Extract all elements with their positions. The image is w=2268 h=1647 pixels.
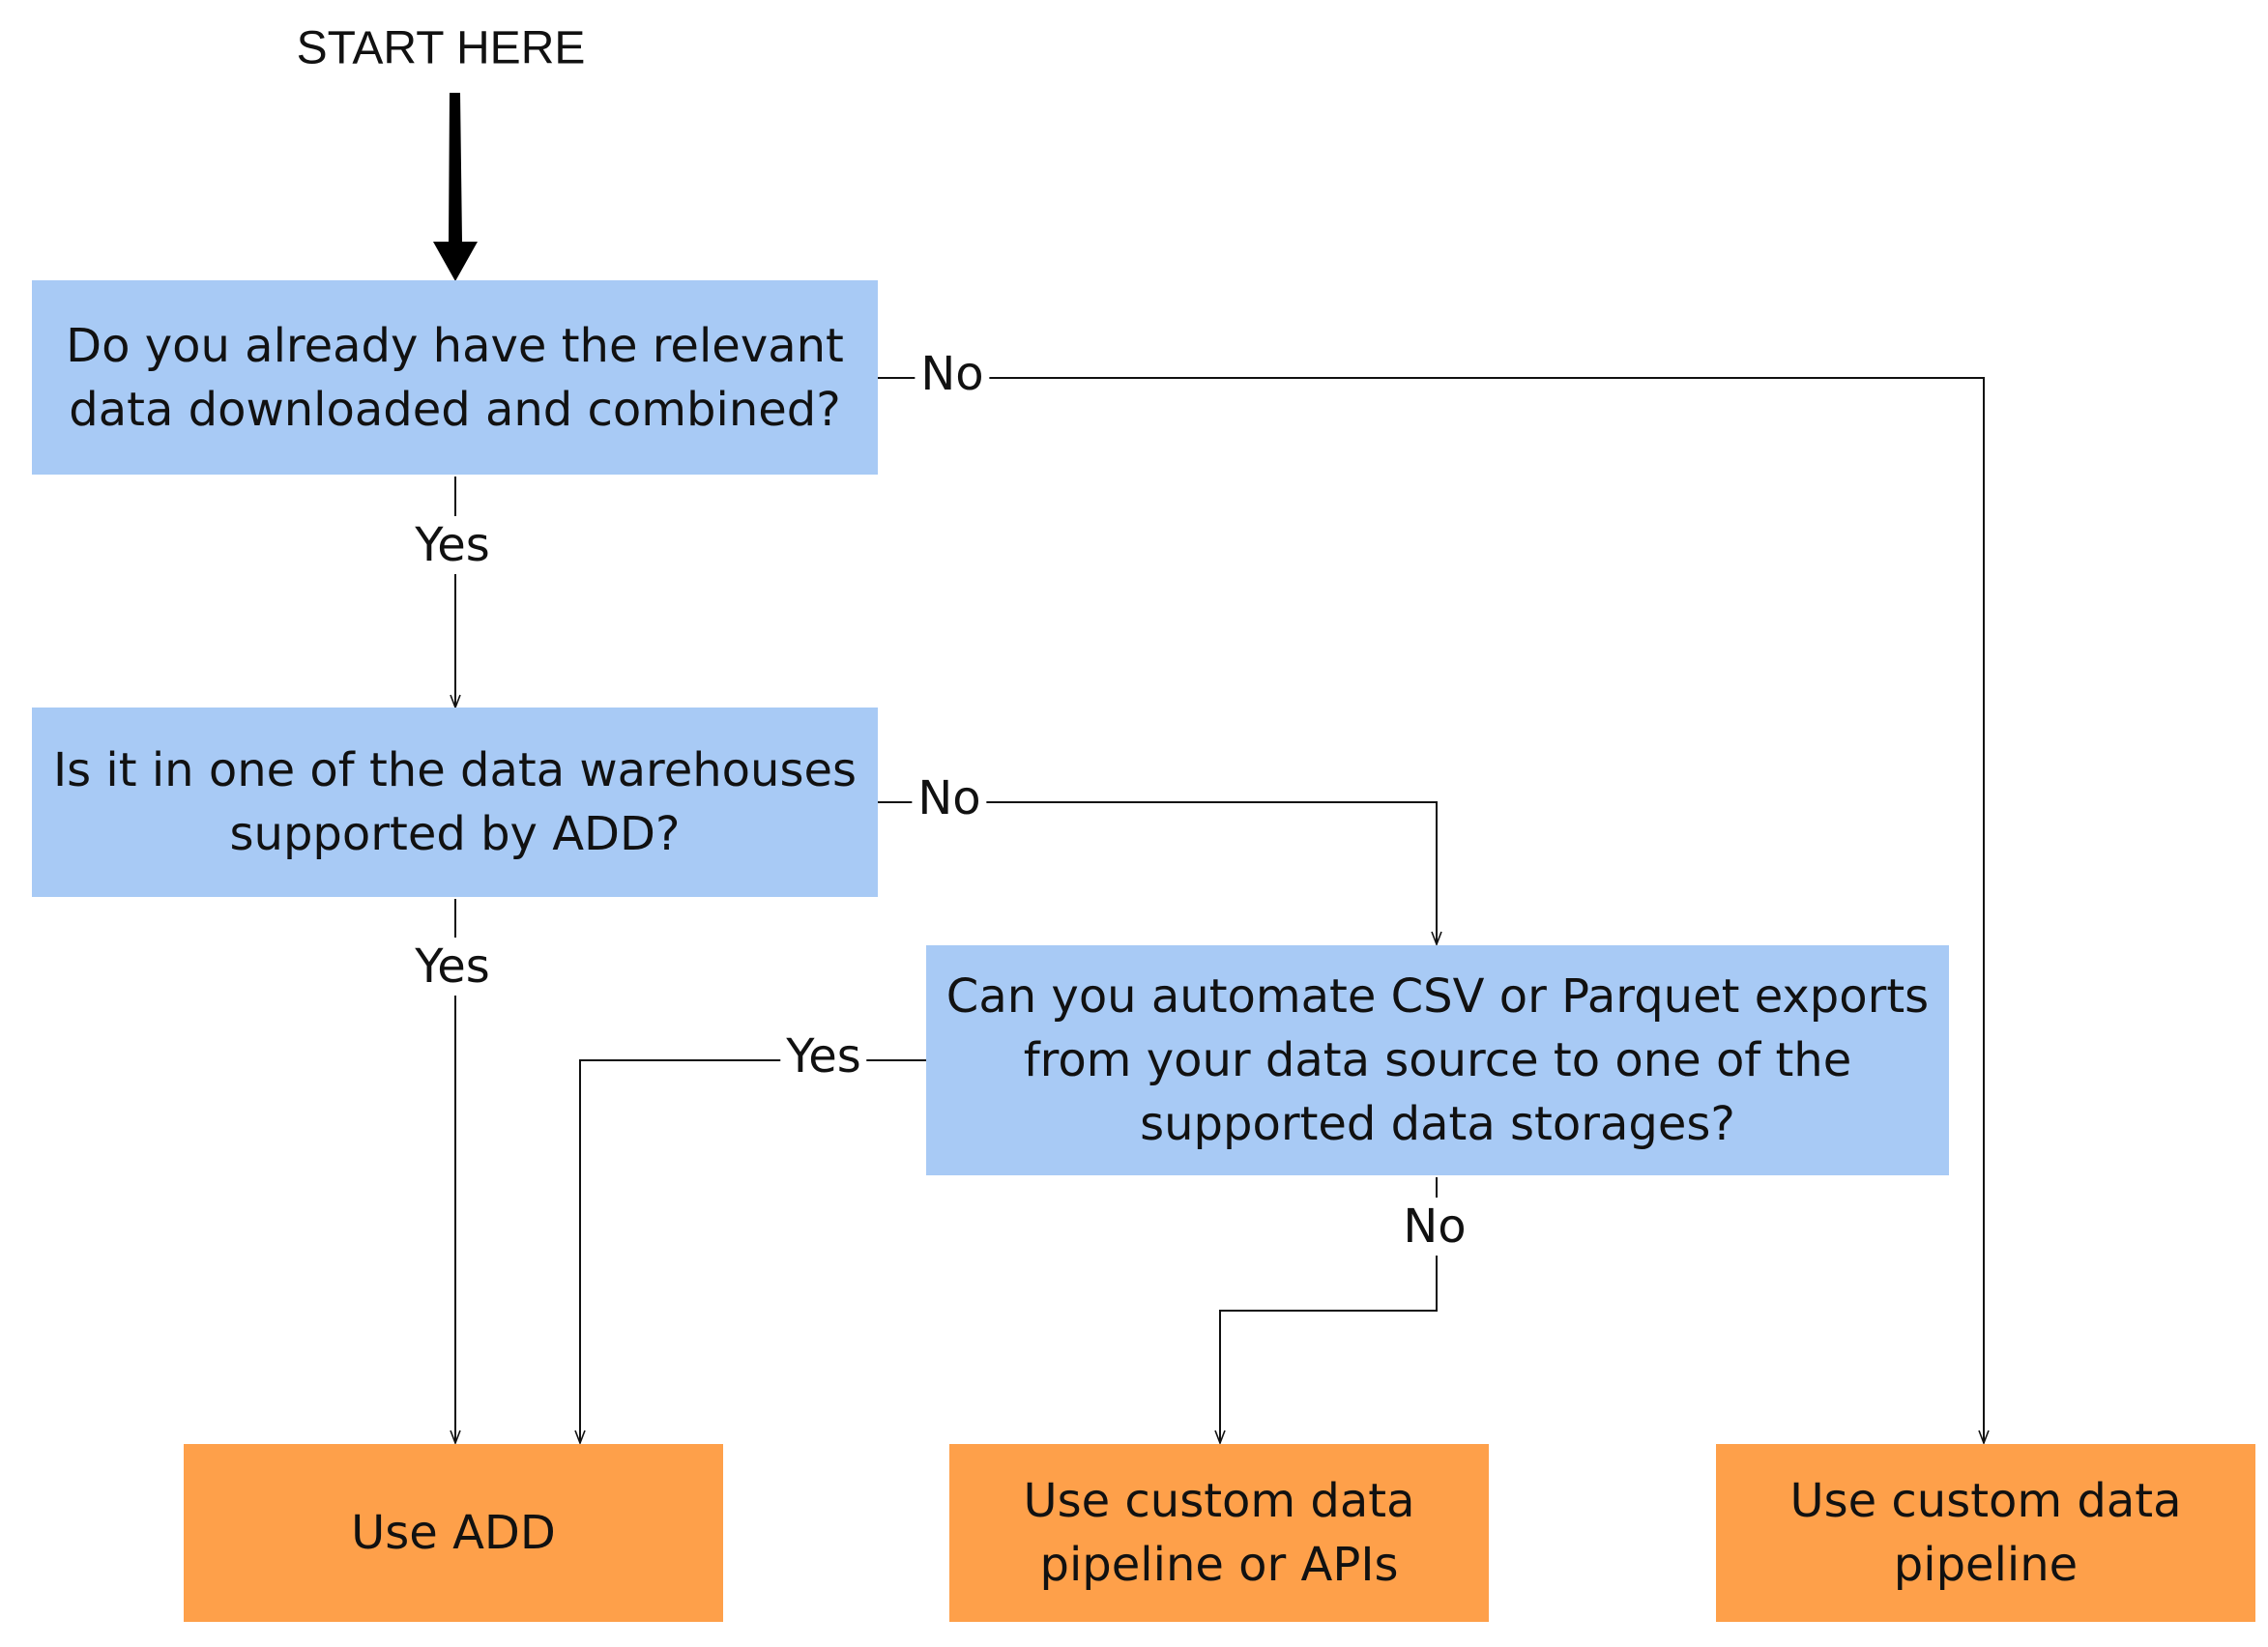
- start-label: START HERE: [296, 22, 586, 74]
- start-arrow: [433, 93, 478, 281]
- question-automate-exports: Can you automate CSV or Parquet exports …: [926, 945, 1949, 1175]
- edge-label-q3-yes: Yes: [780, 1027, 867, 1085]
- question-have-data: Do you already have the relevant data do…: [32, 280, 878, 475]
- question-data-warehouse: Is it in one of the data warehouses supp…: [32, 708, 878, 897]
- outcome-custom-pipeline-or-apis: Use custom data pipeline or APIs: [949, 1444, 1489, 1622]
- edge-q1-no: [878, 377, 1984, 1443]
- edge-q2-no: [878, 801, 1437, 944]
- outcome-custom-pipeline: Use custom data pipeline: [1716, 1444, 2255, 1622]
- edge-label-q2-no: No: [912, 769, 987, 827]
- edge-label-q2-yes: Yes: [409, 938, 496, 996]
- edge-label-q1-no: No: [915, 345, 990, 403]
- outcome-use-add: Use ADD: [184, 1444, 723, 1622]
- edge-q3-yes: [580, 1059, 926, 1443]
- edge-label-q1-yes: Yes: [409, 516, 496, 574]
- edge-label-q3-no: No: [1397, 1198, 1472, 1256]
